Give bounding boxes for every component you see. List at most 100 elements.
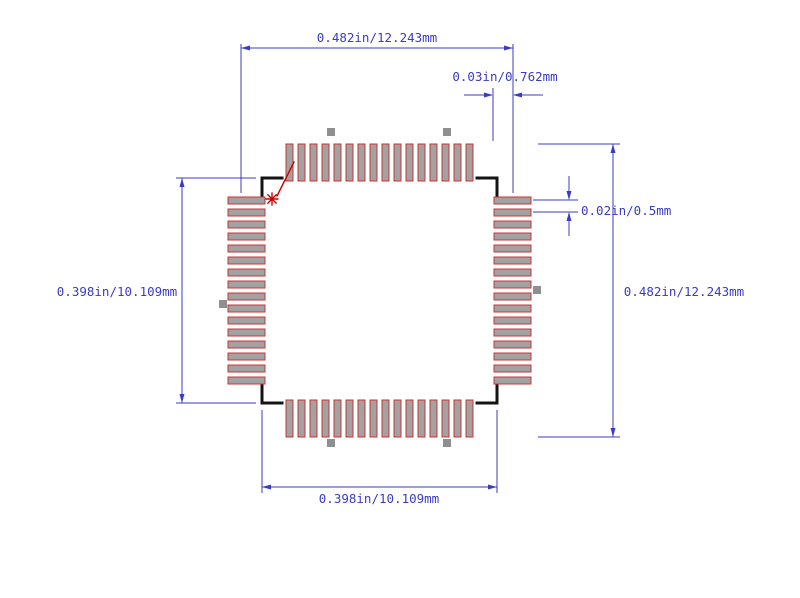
dimension-body-width: 0.398in/10.109mm <box>261 410 498 506</box>
pad-right-15 <box>493 364 532 373</box>
pad-top-3 <box>309 143 318 182</box>
pad-bottom-3 <box>309 399 318 438</box>
body-corner-bracket-br <box>475 381 499 405</box>
pad-left-12 <box>227 328 266 337</box>
pad-right-12 <box>493 328 532 337</box>
pad-top-10 <box>393 143 402 182</box>
arrowhead <box>513 92 522 98</box>
pad-right-5 <box>493 244 532 253</box>
arrowhead <box>566 212 572 221</box>
pad-right-10 <box>493 304 532 313</box>
pad-right-6 <box>493 256 532 265</box>
pad-pitch-label: 0.02in/0.5mm <box>581 203 671 218</box>
pad-bottom-4 <box>321 399 330 438</box>
arrowhead <box>241 45 250 51</box>
pad-right-11 <box>493 316 532 325</box>
pad-bottom-7 <box>357 399 366 438</box>
pad-top-13 <box>429 143 438 182</box>
pad-right-13 <box>493 340 532 349</box>
pad-right-3 <box>493 220 532 229</box>
pad-row-bottom <box>285 399 474 438</box>
pad-left-10 <box>227 304 266 313</box>
pin1-indicator <box>265 161 295 206</box>
pad-left-13 <box>227 340 266 349</box>
arrowhead <box>504 45 513 51</box>
pin1-asterisk-stroke <box>267 194 277 204</box>
dimension-overall-width: 0.482in/12.243mm <box>240 30 514 193</box>
pad-left-16 <box>227 376 266 385</box>
pad-top-5 <box>333 143 342 182</box>
pad-top-9 <box>381 143 390 182</box>
arrowhead <box>610 144 616 153</box>
pad-bottom-14 <box>441 399 450 438</box>
pad-bottom-13 <box>429 399 438 438</box>
arrowhead <box>610 428 616 437</box>
pad-left-6 <box>227 256 266 265</box>
marker-top-left <box>327 128 335 136</box>
pad-offset-label: 0.03in/0.762mm <box>452 69 557 84</box>
pad-top-8 <box>369 143 378 182</box>
pad-row-right <box>493 196 532 385</box>
pad-right-9 <box>493 292 532 301</box>
pad-top-11 <box>405 143 414 182</box>
pad-right-8 <box>493 280 532 289</box>
pad-left-15 <box>227 364 266 373</box>
pad-left-3 <box>227 220 266 229</box>
dimension-overall-height: 0.482in/12.243mm <box>538 143 744 438</box>
arrowhead <box>262 484 271 490</box>
pad-top-15 <box>453 143 462 182</box>
body-width-label: 0.398in/10.109mm <box>319 491 439 506</box>
dimension-pad-pitch: 0.02in/0.5mm <box>533 176 671 236</box>
pin1-asterisk <box>265 192 279 206</box>
body-corner-bracket-tr <box>475 176 499 200</box>
pad-row-top <box>285 143 474 182</box>
pad-left-8 <box>227 280 266 289</box>
package-body-outline <box>260 176 499 405</box>
pad-top-14 <box>441 143 450 182</box>
pad-right-14 <box>493 352 532 361</box>
pad-top-6 <box>345 143 354 182</box>
overall-height-label: 0.482in/12.243mm <box>624 284 744 299</box>
pad-row-left <box>227 196 266 385</box>
pad-left-4 <box>227 232 266 241</box>
pad-bottom-9 <box>381 399 390 438</box>
pad-bottom-11 <box>405 399 414 438</box>
pad-bottom-8 <box>369 399 378 438</box>
arrowhead <box>488 484 497 490</box>
arrowhead <box>179 394 185 403</box>
pad-right-7 <box>493 268 532 277</box>
placement-markers <box>219 128 541 447</box>
pad-left-9 <box>227 292 266 301</box>
pad-left-5 <box>227 244 266 253</box>
pad-top-16 <box>465 143 474 182</box>
body-corner-bracket-bl <box>260 381 284 405</box>
arrowhead <box>484 92 493 98</box>
pin1-leader-line <box>276 161 295 197</box>
pad-left-1 <box>227 196 266 205</box>
dimension-pad-offset: 0.03in/0.762mm <box>452 69 558 141</box>
pad-top-2 <box>297 143 306 182</box>
arrowhead <box>566 191 572 200</box>
marker-left <box>219 300 227 308</box>
pad-bottom-6 <box>345 399 354 438</box>
pad-right-4 <box>493 232 532 241</box>
pad-bottom-2 <box>297 399 306 438</box>
pad-top-12 <box>417 143 426 182</box>
pad-left-14 <box>227 352 266 361</box>
pad-bottom-16 <box>465 399 474 438</box>
pad-bottom-10 <box>393 399 402 438</box>
body-corner-bracket-tl <box>260 176 284 200</box>
pad-top-4 <box>321 143 330 182</box>
pad-bottom-1 <box>285 399 294 438</box>
dimension-body-height: 0.398in/10.109mm <box>57 177 256 404</box>
marker-top-right <box>443 128 451 136</box>
pad-bottom-12 <box>417 399 426 438</box>
pad-left-2 <box>227 208 266 217</box>
pad-right-2 <box>493 208 532 217</box>
marker-right <box>533 286 541 294</box>
pad-right-16 <box>493 376 532 385</box>
overall-width-label: 0.482in/12.243mm <box>317 30 437 45</box>
marker-bottom-right <box>443 439 451 447</box>
